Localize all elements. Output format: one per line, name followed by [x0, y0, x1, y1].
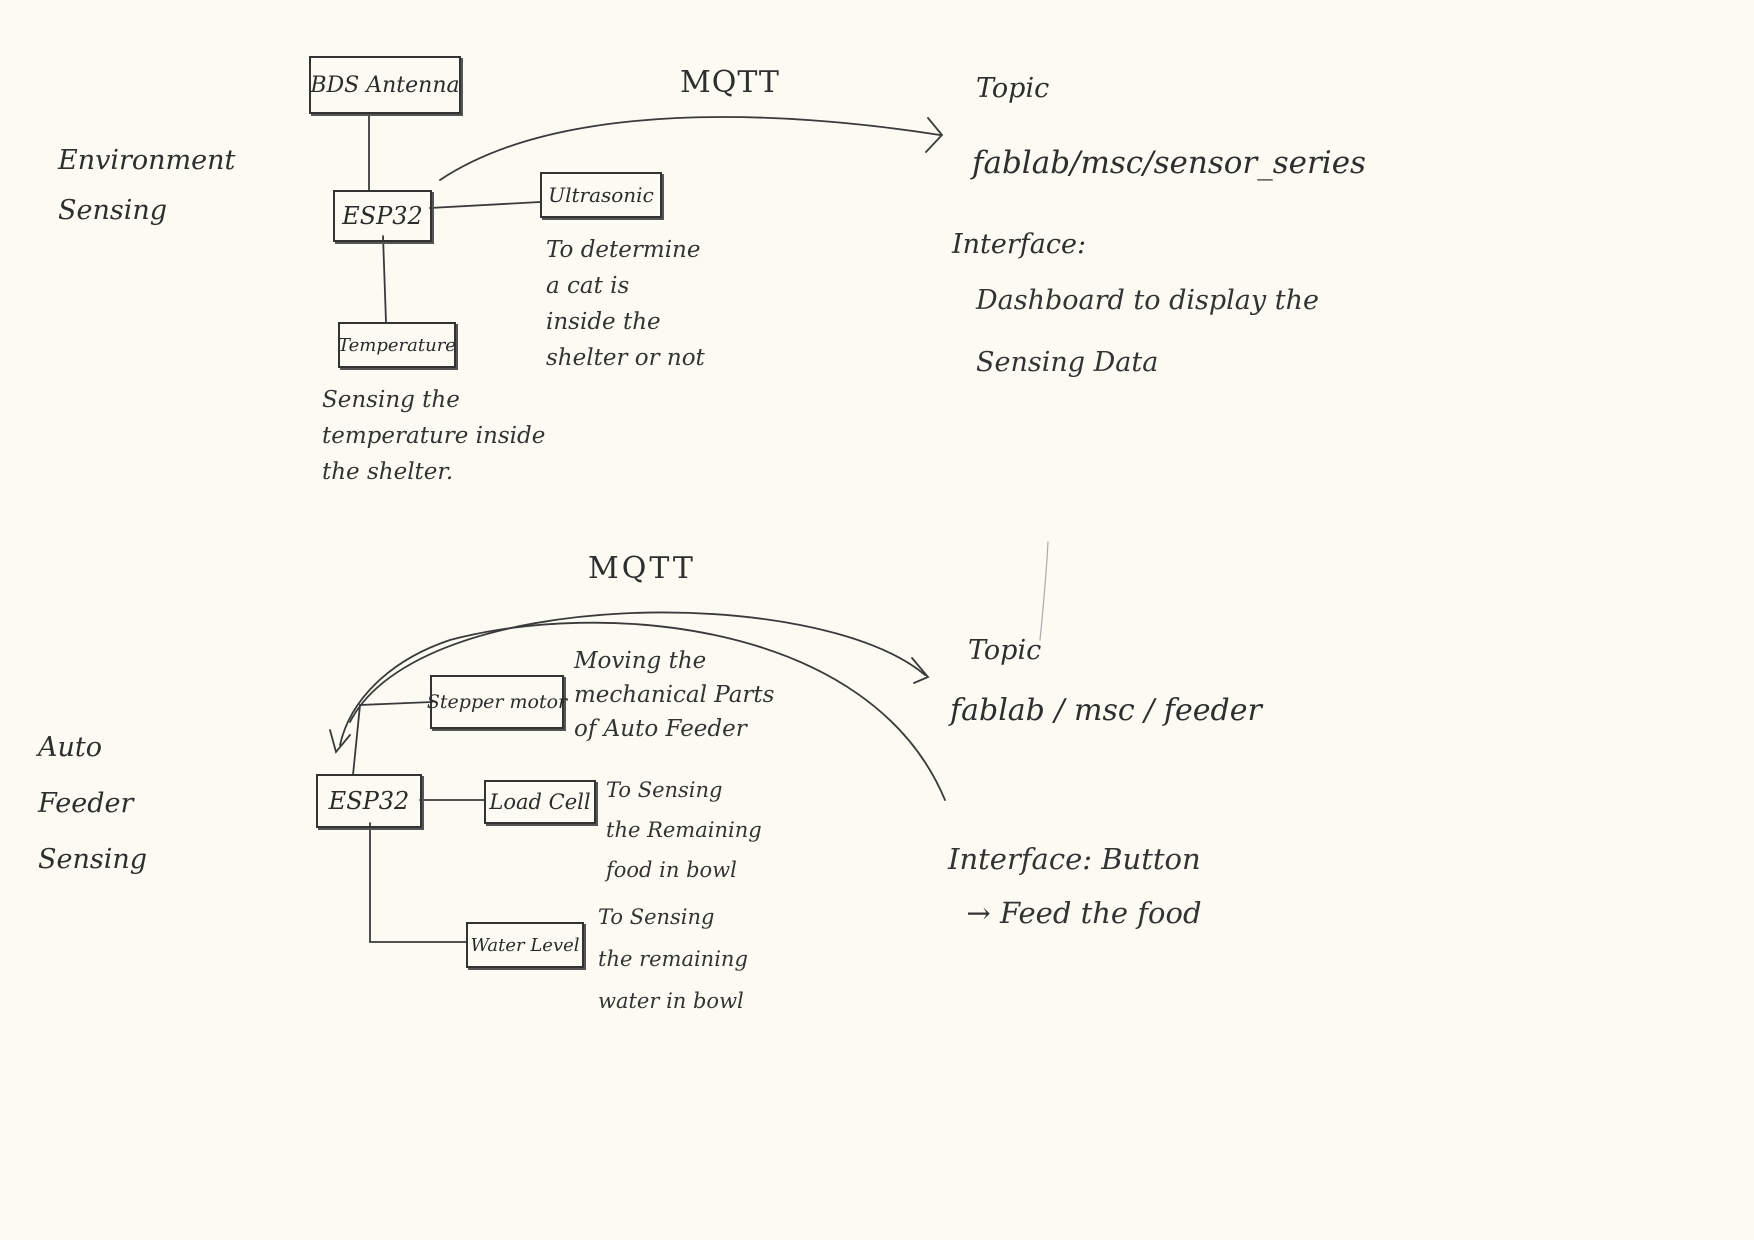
mqtt-arrow-feeder-out	[349, 611, 926, 723]
stepper-motor-box: Stepper motor	[427, 675, 567, 729]
mqtt-arrowhead-feeder-in	[329, 729, 351, 754]
esp32-ultrasonic-line	[429, 201, 541, 209]
ultrasonic-note: To determine a cat is inside the shelter…	[546, 237, 705, 371]
mqtt-label-feeder: MQTT	[588, 551, 696, 586]
esp32-box-environment: ESP32	[333, 190, 432, 242]
mqtt-arrow-feeder-in	[339, 621, 946, 801]
temperature-note: Sensing the temperature inside the shelt…	[322, 387, 546, 485]
interface-label-environment: Interface:	[952, 229, 1087, 260]
stepper-motor-note: Moving the mechanical Parts of Auto Feed…	[574, 648, 775, 742]
load-cell-note: To Sensing the Remaining food in bowl	[606, 778, 762, 882]
mqtt-arrow-top	[439, 116, 941, 181]
mqtt-label-environment: MQTT	[680, 65, 780, 100]
water-level-note: To Sensing the remaining water in bowl	[598, 905, 748, 1013]
faint-stroke	[1039, 541, 1049, 641]
ultrasonic-box: Ultrasonic	[540, 172, 662, 218]
topic-feeder: fablab / msc / feeder	[950, 693, 1262, 728]
temperature-box: Temperature	[338, 322, 456, 368]
mqtt-arrowhead-top	[925, 117, 944, 153]
stepper-branch-line	[352, 704, 361, 776]
bds-antenna-box: BDS Antenna	[309, 56, 461, 114]
topic-label-environment: Topic	[976, 73, 1050, 104]
esp32-box-feeder: ESP32	[316, 774, 422, 828]
interface-text-environment: Dashboard to display the Sensing Data	[976, 285, 1319, 378]
topic-environment: fablab/msc/sensor_series	[972, 145, 1366, 181]
water-level-box: Water Level	[466, 922, 584, 968]
topic-label-feeder: Topic	[968, 635, 1042, 666]
interface-text-feeder: Interface: Button → Feed the food	[948, 842, 1202, 930]
esp32-stepper-line	[359, 701, 433, 706]
section-label-environment: Environment Sensing	[58, 145, 236, 226]
load-cell-box: Load Cell	[484, 780, 596, 824]
section-label-auto-feeder: Auto Feeder Sensing	[38, 732, 148, 875]
mqtt-arrowhead-feeder-out	[911, 657, 930, 684]
esp32-temperature-line	[382, 235, 387, 323]
